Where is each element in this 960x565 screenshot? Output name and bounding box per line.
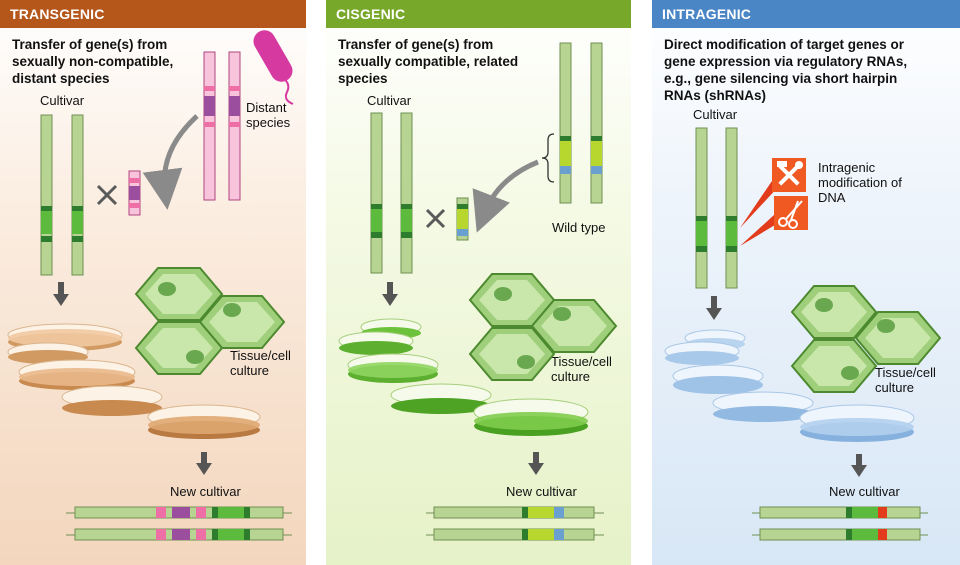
cultivar-chromosomes bbox=[40, 114, 84, 276]
panel-description: Transfer of gene(s) from sexually non-co… bbox=[12, 37, 174, 86]
plant-cell-cluster bbox=[790, 285, 942, 393]
petri-dish-icon bbox=[7, 323, 123, 351]
curved-arrow-icon bbox=[142, 114, 199, 210]
petri-dish-icon bbox=[18, 359, 136, 390]
cisgenic-diagram bbox=[338, 42, 618, 541]
intragenic-diagram bbox=[664, 127, 942, 541]
plant-cell-cluster bbox=[134, 267, 286, 375]
petri-dish-icon bbox=[347, 353, 439, 383]
result-label: New cultivar bbox=[829, 484, 900, 499]
petri-dish-stack bbox=[7, 323, 261, 439]
result-label: New cultivar bbox=[506, 484, 577, 499]
plant-cell-icon bbox=[134, 321, 224, 375]
cultivar-chromosomes bbox=[370, 112, 413, 274]
result-label: New cultivar bbox=[170, 484, 241, 499]
plant-cell-icon bbox=[790, 285, 878, 339]
arrow-down-icon bbox=[528, 452, 544, 475]
cross-icon bbox=[425, 208, 446, 229]
new-cultivar-chromosomes bbox=[66, 506, 292, 541]
arrow-down-icon bbox=[53, 282, 69, 306]
panel-intragenic: INTRAGENIC Direct modification of target… bbox=[652, 0, 960, 565]
new-cultivar-chromosomes bbox=[752, 506, 928, 541]
donor-label: Distant species bbox=[246, 100, 291, 130]
new-cultivar-chromosomes bbox=[426, 506, 604, 541]
plant-cell-icon bbox=[530, 299, 618, 353]
bracket-icon bbox=[541, 133, 555, 183]
culture-label: Tissue/cell culture bbox=[230, 348, 291, 378]
modification-label: Intragenic modification of DNA bbox=[818, 160, 902, 205]
callout-pointer bbox=[740, 178, 780, 228]
petri-dish-icon bbox=[390, 383, 492, 414]
panel-title: TRANSGENIC bbox=[0, 0, 306, 28]
bacterium-icon bbox=[253, 30, 294, 105]
arrow-down-icon bbox=[706, 296, 722, 320]
plant-cell-cluster bbox=[468, 273, 618, 381]
panel-cisgenic: CISGENIC Transfer of gene(s) from sexual… bbox=[326, 0, 631, 565]
culture-label: Tissue/cell culture bbox=[551, 354, 612, 384]
panel-description: Transfer of gene(s) from sexually compat… bbox=[338, 37, 519, 86]
petri-dish-icon bbox=[147, 404, 261, 439]
petri-dish-icon bbox=[672, 364, 764, 394]
plant-cell-icon bbox=[468, 327, 556, 381]
petri-dish-icon bbox=[712, 391, 814, 422]
plant-cell-icon bbox=[468, 273, 556, 327]
petri-dish-icon bbox=[473, 398, 589, 436]
culture-label: Tissue/cell culture bbox=[875, 365, 936, 395]
panel-title: INTRAGENIC bbox=[652, 0, 960, 28]
arrow-down-icon bbox=[382, 282, 398, 306]
callout-pointer bbox=[740, 215, 780, 246]
plant-cell-icon bbox=[790, 339, 878, 393]
foreign-gene-fragment bbox=[128, 170, 141, 216]
panel-title: CISGENIC bbox=[326, 0, 631, 28]
petri-dish-icon bbox=[664, 341, 740, 365]
cultivar-label: Cultivar bbox=[367, 93, 412, 108]
distant-species-chromosomes bbox=[203, 51, 241, 201]
arrow-down-icon bbox=[851, 454, 867, 477]
panel-description: Direct modification of target genes or g… bbox=[664, 37, 908, 103]
plant-cell-icon bbox=[854, 311, 942, 365]
arrow-down-icon bbox=[196, 452, 212, 475]
panel-transgenic: TRANSGENIC Transfer of gene(s) from sexu… bbox=[0, 0, 306, 565]
donor-label: Wild type bbox=[552, 220, 606, 235]
cultivar-label: Cultivar bbox=[40, 93, 85, 108]
petri-dish-stack bbox=[664, 329, 915, 442]
wild-type-chromosomes bbox=[559, 42, 603, 204]
transgenic-diagram bbox=[7, 30, 294, 541]
petri-dish-icon bbox=[61, 385, 163, 416]
cultivar-label: Cultivar bbox=[693, 107, 738, 122]
plant-cell-icon bbox=[134, 267, 224, 321]
petri-dish-icon bbox=[338, 331, 414, 355]
petri-dish-stack bbox=[338, 318, 589, 436]
cross-icon bbox=[96, 184, 118, 206]
wild-gene-fragment bbox=[456, 197, 469, 241]
cultivar-chromosomes bbox=[695, 127, 738, 289]
hammer-wrench-icon bbox=[772, 158, 806, 192]
curved-arrow-icon bbox=[472, 159, 539, 233]
petri-dish-icon bbox=[799, 404, 915, 442]
scissors-icon bbox=[774, 196, 808, 230]
